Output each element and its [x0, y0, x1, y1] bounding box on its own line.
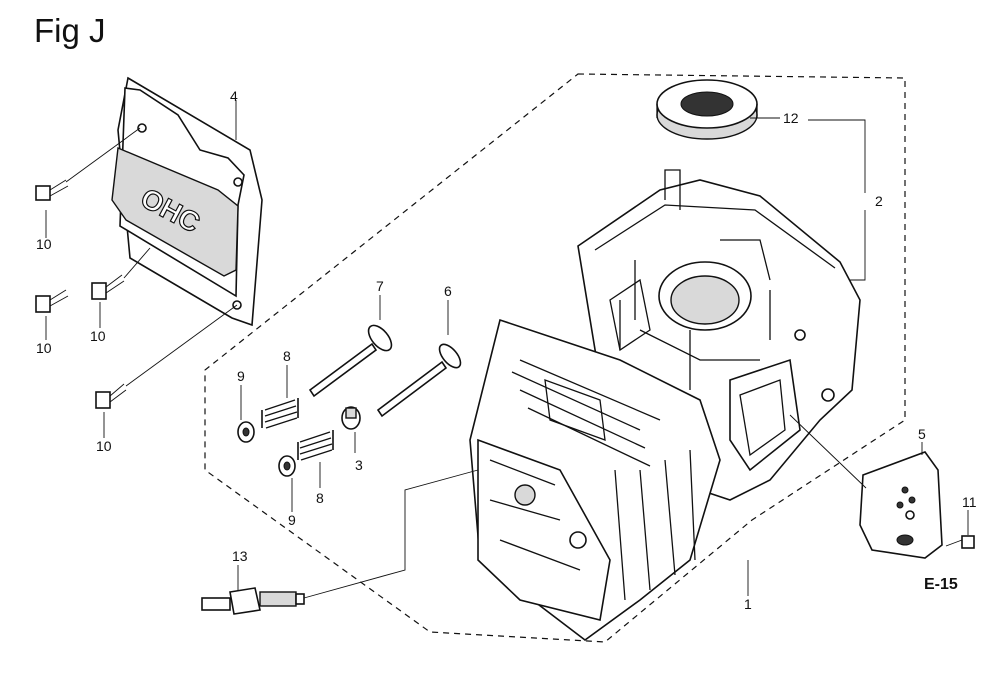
- assembly-boundary: [204, 73, 906, 643]
- callout-10: 10: [90, 328, 106, 344]
- callout-4: 4: [230, 88, 238, 104]
- valve-spring-b: [297, 430, 334, 461]
- callout-10: 10: [36, 236, 52, 252]
- valve-retainer-a: [237, 421, 255, 443]
- reference-label: E-15: [924, 576, 958, 593]
- cylinder-block-part: [469, 169, 861, 641]
- bolt-10-d: [95, 383, 127, 409]
- callout-9: 9: [288, 512, 296, 528]
- callout-12: 12: [783, 110, 799, 126]
- callout-13: 13: [232, 548, 248, 564]
- valve-stem-seal-part: [341, 406, 361, 430]
- callout-3: 3: [355, 457, 363, 473]
- bolt-10-c: [91, 274, 125, 300]
- bolt-11: [945, 535, 975, 549]
- exhaust-valve-part: [376, 343, 462, 418]
- callout-6: 6: [444, 283, 452, 299]
- intake-valve-part: [308, 324, 393, 398]
- bolt-10-a: [35, 179, 69, 201]
- callout-5: 5: [918, 426, 926, 442]
- callout-1: 1: [744, 596, 752, 612]
- callout-7: 7: [376, 278, 384, 294]
- callout-8: 8: [316, 490, 324, 506]
- valve-retainer-b: [278, 455, 296, 477]
- spark-plug-part: [201, 587, 305, 615]
- callout-11: 11: [962, 494, 977, 510]
- callout-9: 9: [237, 368, 245, 384]
- callout-10: 10: [96, 438, 112, 454]
- figure-title: Fig J: [34, 12, 106, 49]
- callout-10: 10: [36, 340, 52, 356]
- head-cover-part: OHC: [111, 76, 263, 327]
- valve-spring-a: [261, 398, 299, 429]
- callout-2: 2: [875, 193, 883, 209]
- breather-plate-part: [859, 451, 943, 559]
- callout-8: 8: [283, 348, 291, 364]
- oil-seal-part: [656, 79, 758, 140]
- bolt-10-b: [35, 289, 69, 313]
